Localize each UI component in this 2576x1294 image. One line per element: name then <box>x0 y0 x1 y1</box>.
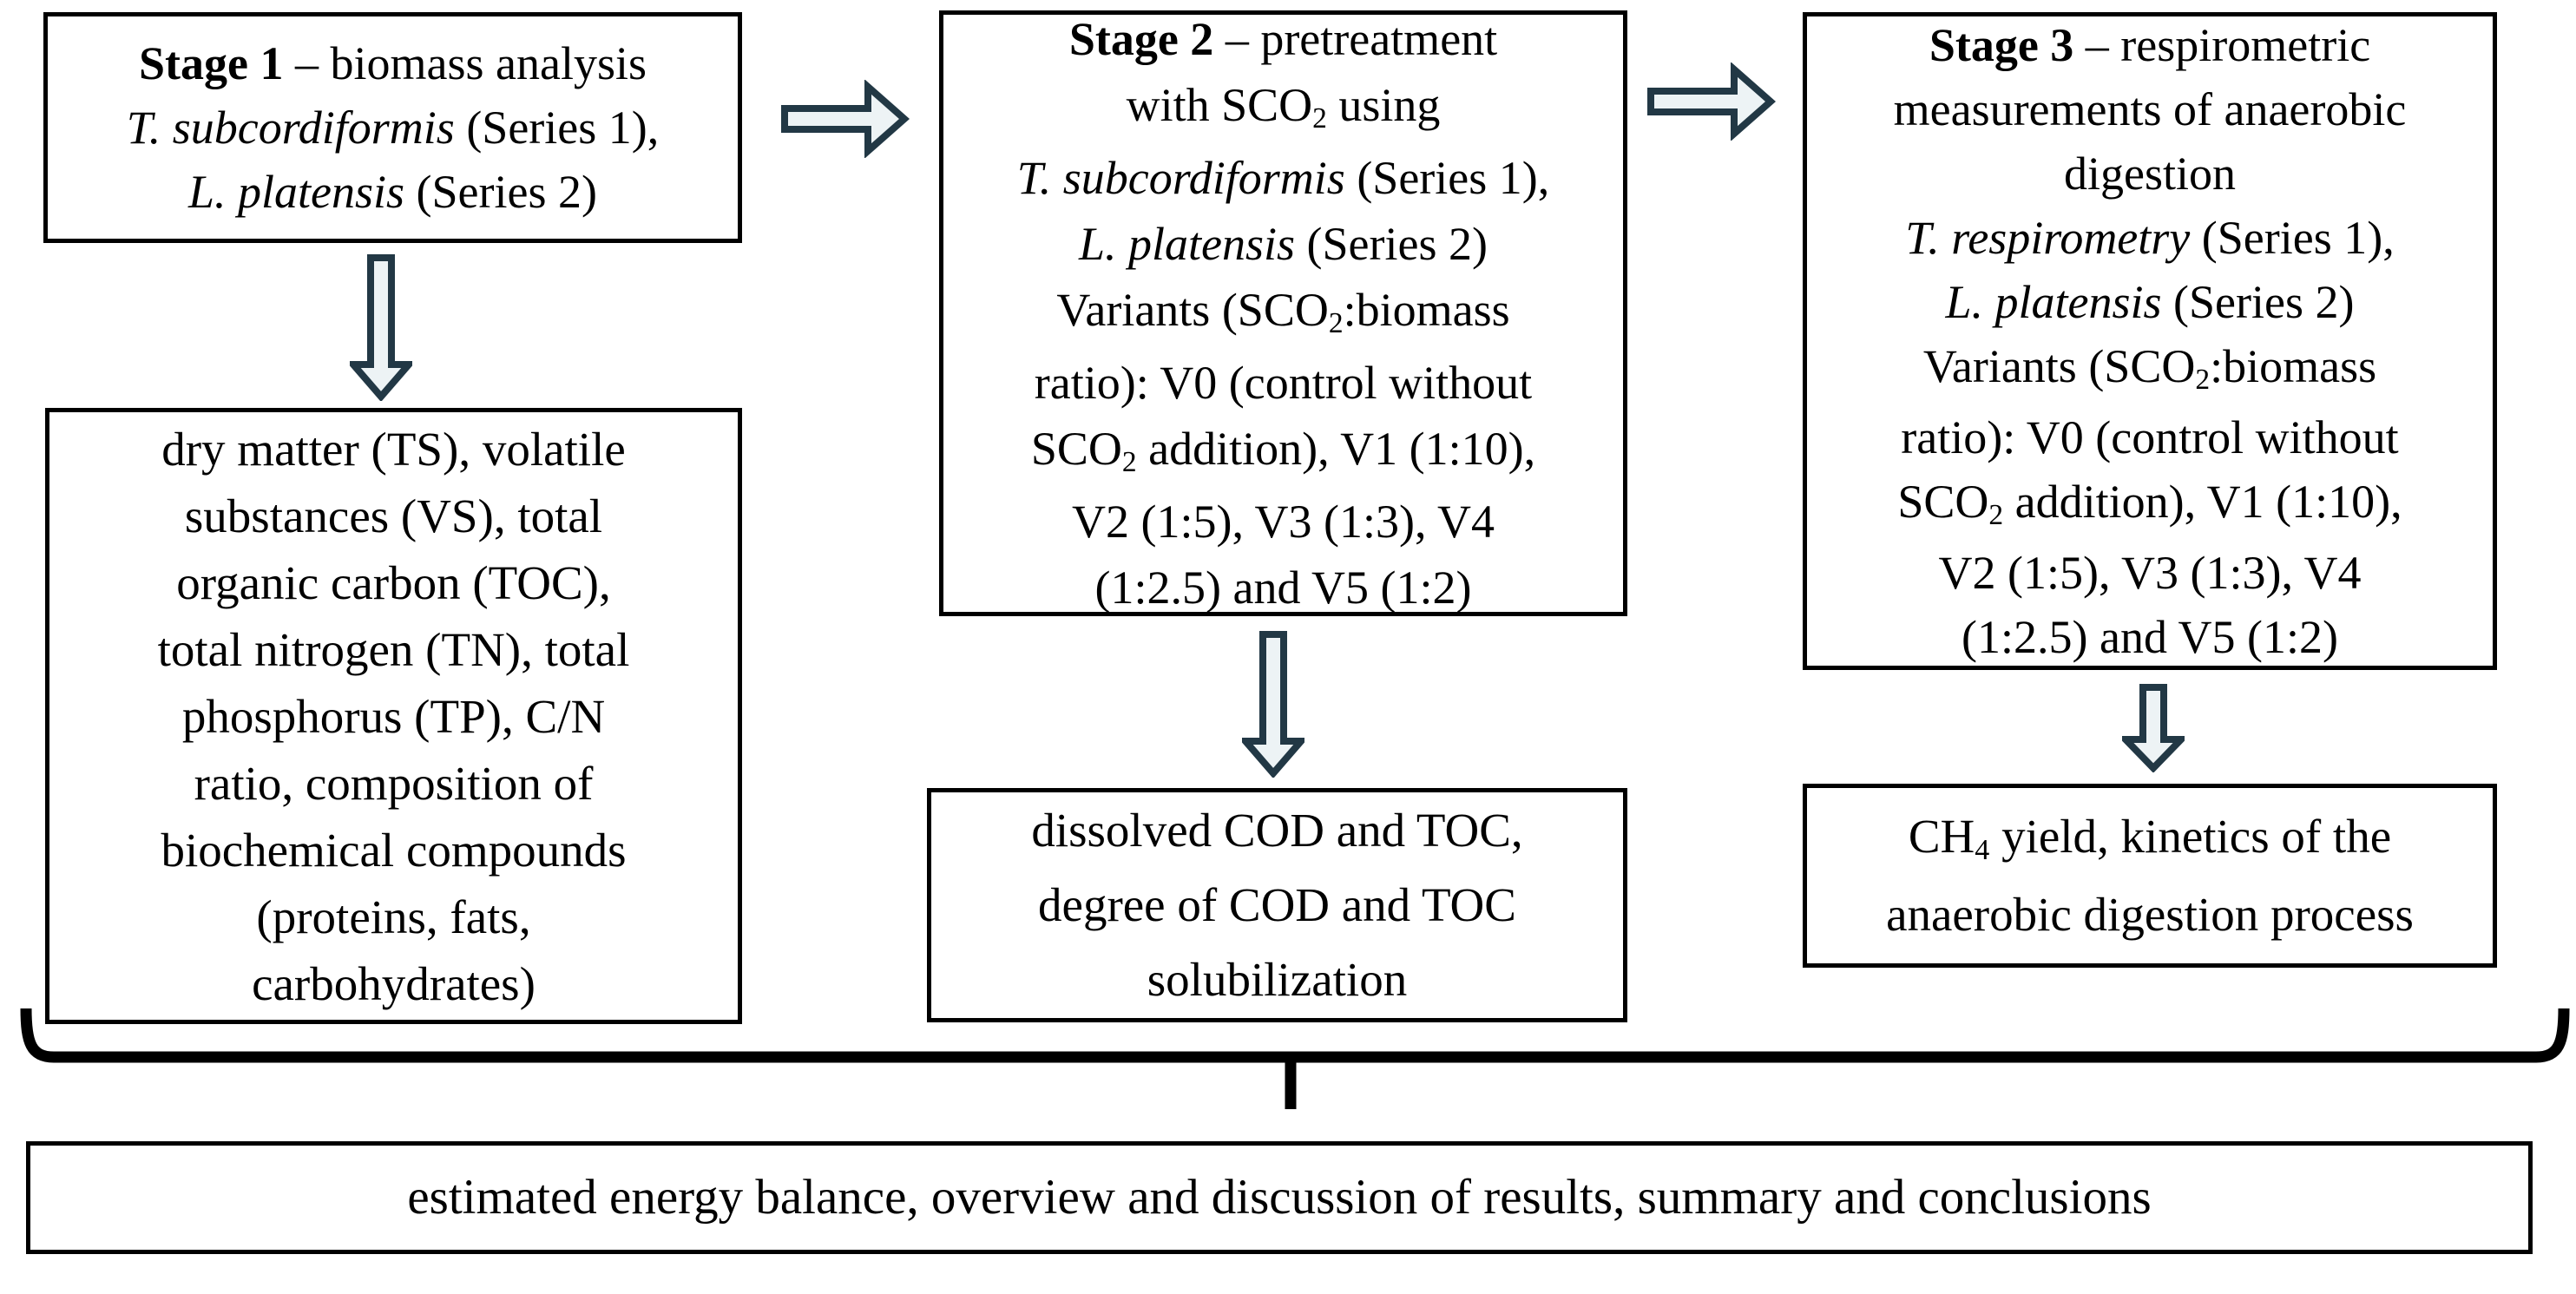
text-line: carbohydrates) <box>252 956 536 1010</box>
text-line: (1:2.5) and V5 (1:2) <box>1962 611 2338 663</box>
stage2-box: Stage 2 – pretreatment with SCO2 using T. … <box>939 10 1627 616</box>
text-line: Variants (SCO2:biomass <box>1056 284 1510 340</box>
stage1-box: Stage 1 – biomass analysis T. subcordifor… <box>43 12 742 243</box>
text-line: organic carbon (TOC), <box>176 555 611 609</box>
text-line: Stage 1 – biomass analysis <box>139 37 647 89</box>
text-line: dissolved COD and TOC, <box>1031 804 1523 857</box>
text-line: degree of COD and TOC <box>1038 878 1516 931</box>
stage3-outputs-box: CH4 yield, kinetics of the anaerobic dige… <box>1803 784 2497 968</box>
text-line: T. respirometry (Series 1), <box>1905 212 2395 264</box>
arrow-stage2-to-stage3-icon <box>1647 62 1776 141</box>
text-line: SCO2 addition), V1 (1:10), <box>1030 423 1536 479</box>
stage3-box: Stage 3 – respirometric measurements of a… <box>1803 12 2497 670</box>
merge-brace-icon <box>20 1008 2570 1109</box>
text-line: SCO2 addition), V1 (1:10), <box>1897 476 2402 532</box>
text-line: Stage 2 – pretreatment <box>1068 13 1498 65</box>
text-line: Variants (SCO2:biomass <box>1922 340 2377 397</box>
text-line: total nitrogen (TN), total <box>157 622 630 676</box>
stage1-outputs-box: dry matter (TS), volatile substances (VS)… <box>45 408 742 1024</box>
text-line: with SCO2 using <box>1126 79 1441 135</box>
text-line: substances (VS), total <box>184 489 603 542</box>
arrow-stage1-to-stage2-icon <box>781 80 910 158</box>
text-line: L. platensis (Series 2) <box>1945 276 2355 328</box>
text-line: T. subcordiformis (Series 1), <box>1016 152 1550 204</box>
text-line: L. platensis (Series 2) <box>188 166 597 218</box>
summary-text: estimated energy balance, overview and d… <box>407 1170 2152 1225</box>
arrow-stage3-to-outputs-icon <box>2122 684 2185 772</box>
stage2-outputs-box: dissolved COD and TOC, degree of COD and … <box>927 788 1627 1022</box>
text-line: ratio): V0 (control without <box>1901 411 2399 463</box>
text-line: biochemical compounds <box>161 823 627 877</box>
text-line: CH4 yield, kinetics of the <box>1908 810 2392 867</box>
text-line: solubilization <box>1147 953 1408 1006</box>
text-line: dry matter (TS), volatile <box>161 422 626 476</box>
arrow-stage2-to-outputs-icon <box>1242 631 1304 778</box>
arrow-stage1-to-outputs-icon <box>350 254 412 401</box>
text-line: L. platensis (Series 2) <box>1079 218 1488 270</box>
text-line: ratio, composition of <box>194 756 594 810</box>
text-line: phosphorus (TP), C/N <box>181 689 606 743</box>
text-line: (proteins, fats, <box>256 890 531 943</box>
summary-box: estimated energy balance, overview and d… <box>26 1141 2533 1254</box>
text-line: anaerobic digestion process <box>1886 888 2414 941</box>
text-line: (1:2.5) and V5 (1:2) <box>1094 562 1472 614</box>
text-line: measurements of anaerobic <box>1893 83 2407 135</box>
text-line: T. subcordiformis (Series 1), <box>126 102 660 154</box>
text-line: Stage 3 – respirometric <box>1929 19 2371 71</box>
text-line: V2 (1:5), V3 (1:3), V4 <box>1072 496 1495 548</box>
text-line: ratio): V0 (control without <box>1034 357 1533 409</box>
text-line: V2 (1:5), V3 (1:3), V4 <box>1938 547 2362 599</box>
text-line: digestion <box>2064 148 2236 200</box>
